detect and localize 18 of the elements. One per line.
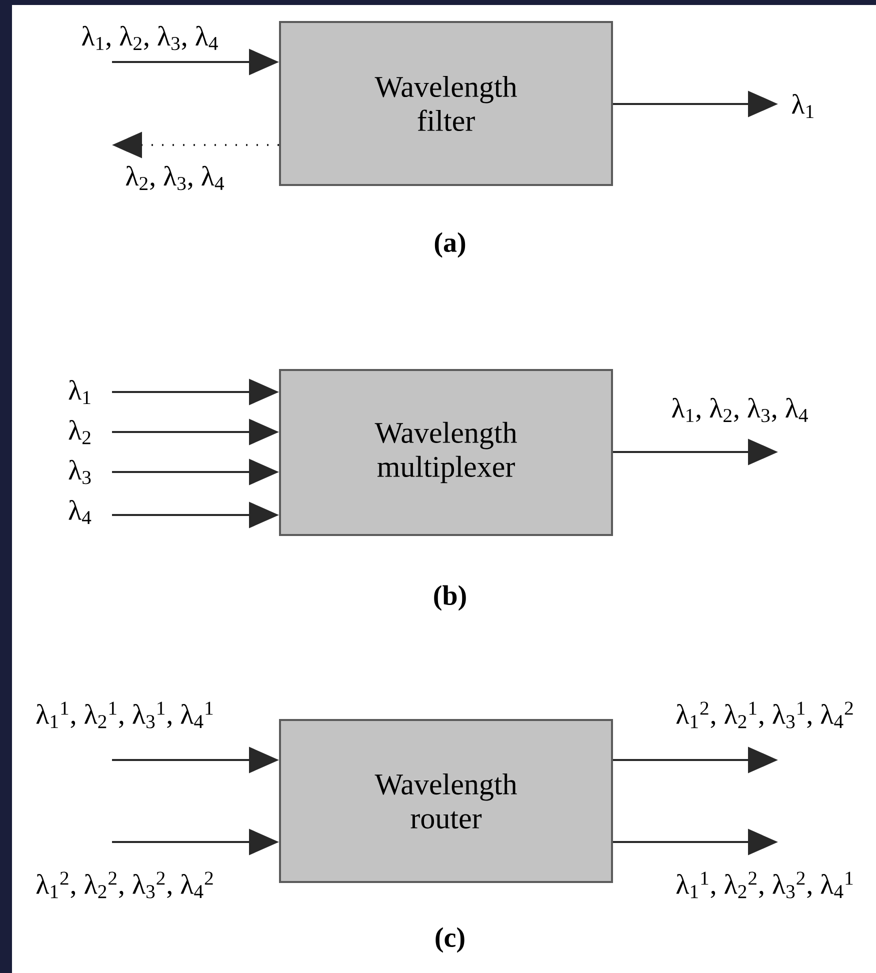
edge-label: λ$_{1}$, λ$_{2}$, λ$_{3}$, λ$_{4}$ bbox=[672, 398, 808, 422]
edge-label: λ$_{1}$ bbox=[68, 380, 90, 404]
edge-label: λ$_{3}$ bbox=[68, 460, 91, 484]
edge-label: λ$_{1}$$^{1}$, λ$_{2}$$^{2}$, λ$_{3}$$^{2}$, λ$_{4}$1 bbox=[676, 872, 853, 898]
edge-label: λ$_{2}$ bbox=[68, 420, 90, 444]
edge-label: λ$_{1}$$^{2}$, λ$_{2}$$^{2}$, λ$_{3}$$^{2}$, λ$_{4}$2 bbox=[36, 872, 213, 898]
process-box: Wavelength router bbox=[279, 719, 613, 883]
edge-label: λ$_{1}$$^{1}$, λ$_{2}$$^{1}$, λ$_{3}$$^{1}$, λ$_{4}$1 bbox=[36, 702, 213, 728]
panel-caption: (c) bbox=[436, 927, 464, 953]
panel-caption: (b) bbox=[434, 585, 466, 611]
edge-label: λ$_{1}$$^{2}$, λ$_{2}$$^{1}$, λ$_{3}$$^{1}$, λ$_{4}$2 bbox=[676, 702, 853, 728]
process-box: Wavelength multiplexer bbox=[279, 369, 613, 536]
panel-caption: (a) bbox=[434, 232, 466, 258]
edge-label: λ$_{1}$, λ$_{2}$, λ$_{3}$, λ$_{4}$ bbox=[82, 26, 218, 50]
edge-label: λ$_{1}$ bbox=[792, 94, 814, 118]
edge-label: λ$_{4}$ bbox=[68, 500, 92, 524]
process-box: Wavelength filter bbox=[279, 21, 613, 186]
edge-label: λ$_{2}$, λ$_{3}$, λ$_{4}$ bbox=[126, 166, 224, 190]
